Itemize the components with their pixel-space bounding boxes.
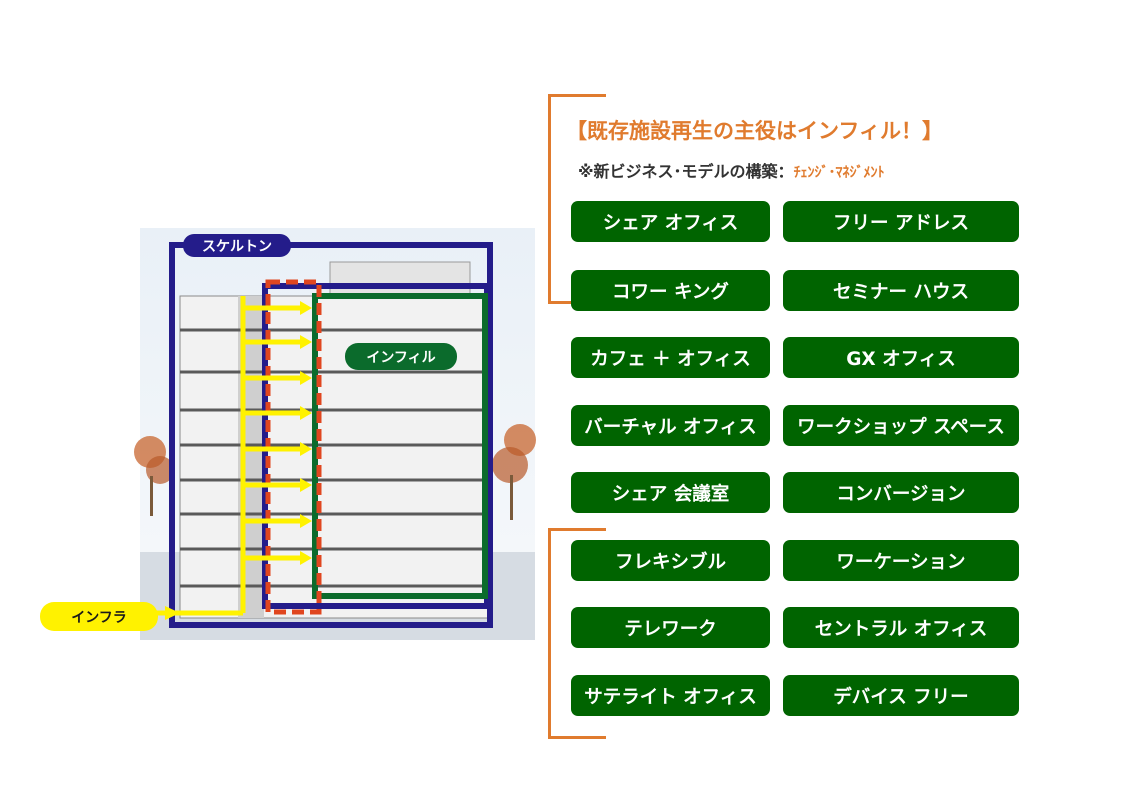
skeleton-label-box [183,234,291,257]
skeleton-label: スケルトン [202,239,272,255]
pill-cafe-office: カフェ ＋ オフィス [571,337,770,378]
subtitle-prefix: ※新ビジネス･モデルの構築： [578,162,794,181]
pill-workshop-space: ワークショップ スペース [783,405,1019,446]
infra-lines [155,296,312,616]
tree-left [134,436,174,516]
floor-lines [180,328,488,588]
pill-telework: テレワーク [571,607,770,648]
infra-label: インフラ [71,610,127,626]
pill-share-office: シェア オフィス [571,201,770,242]
pill-flexible: フレキシブル [571,540,770,581]
infill-label-box [345,343,457,370]
pill-satellite-office: サテライト オフィス [571,675,770,716]
subtitle-accent: ﾁｪﾝｼﾞ･ﾏﾈｼﾞﾒﾝﾄ [793,165,885,181]
pill-virtual-office: バーチャル オフィス [571,405,770,446]
pill-central-office: セントラル オフィス [783,607,1019,648]
infra-label-box [40,602,158,631]
pill-conversion: コンバージョン [783,472,1019,513]
pill-device-free: デバイス フリー [783,675,1019,716]
infra-entry-arrow [165,606,180,620]
infill-label: インフィル [366,350,435,366]
bracket-bottom [548,528,606,739]
pill-free-address: フリー アドレス [783,201,1019,242]
tree-right [492,424,536,520]
infill-frame [312,293,488,599]
subtitle: ※新ビジネス･モデルの構築：ﾁｪﾝｼﾞ･ﾏﾈｼﾞﾒﾝﾄ [578,158,885,182]
pill-coworking: コワー キング [571,270,770,311]
pill-gx-office: GX オフィス [783,337,1019,378]
penthouse [329,261,471,297]
pill-workation: ワーケーション [783,540,1019,581]
main-title: 【既存施設再生の主役はインフィル！】 [566,119,943,143]
pill-share-meeting-room: シェア 会議室 [571,472,770,513]
building-diagram: スケルトン インフィル インフラ [40,228,536,640]
pill-seminar-house: セミナー ハウス [783,270,1019,311]
